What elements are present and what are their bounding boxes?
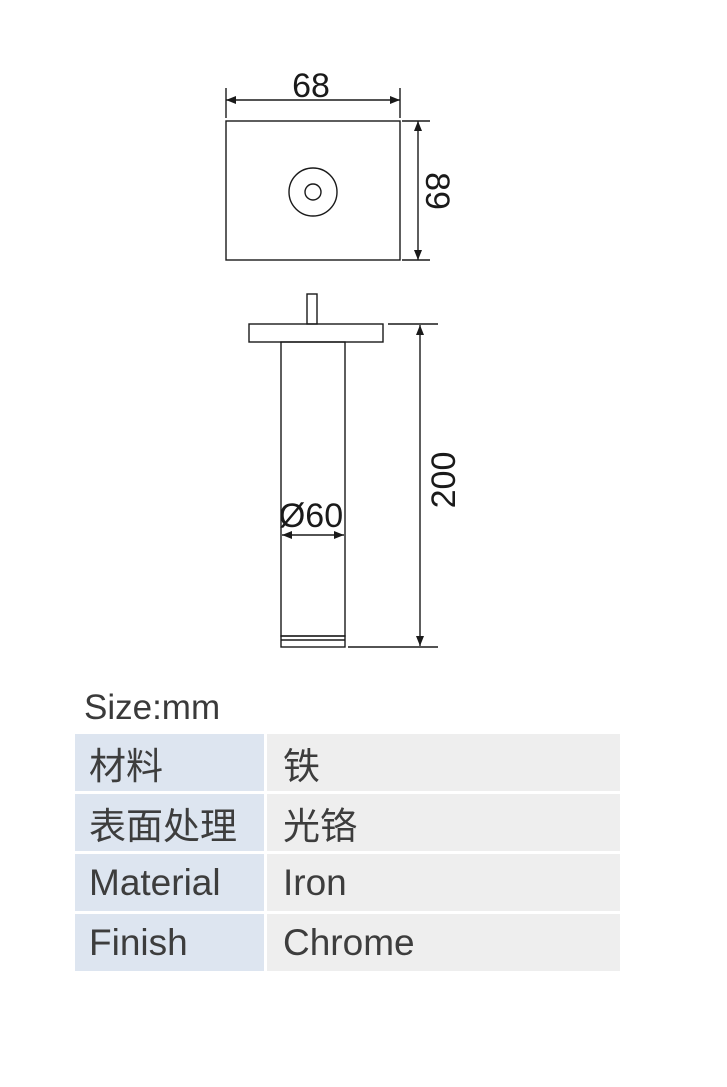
spec-label: 材料 [75, 734, 267, 794]
top-view [225, 88, 430, 261]
spec-label: 表面处理 [75, 792, 267, 854]
top-plate [248, 323, 384, 343]
mounting-hole-outer [288, 167, 338, 217]
spec-value: 光铬 [265, 792, 620, 854]
technical-drawing: 68 89 200 Ø60 [225, 67, 463, 648]
leg-body [280, 341, 346, 637]
mounting-screw [306, 293, 318, 325]
spec-table: 材料 铁 表面处理 光铬 Material Iron Finish Chrome [75, 734, 620, 974]
spec-row-material-en: Material Iron [75, 852, 620, 914]
size-unit-label: Size:mm [84, 688, 221, 727]
leg-foot [280, 635, 346, 648]
spec-row-finish-en: Finish Chrome [75, 912, 620, 974]
spec-row-material-cn: 材料 铁 [75, 734, 620, 794]
top-width-label: 68 [292, 67, 330, 105]
top-height-label: 89 [418, 172, 456, 210]
spec-value: Chrome [265, 912, 620, 974]
mounting-plate-outline [225, 120, 401, 261]
side-height-label: 200 [425, 452, 463, 509]
mounting-hole-inner [304, 183, 322, 201]
diameter-label: Ø60 [279, 497, 343, 535]
spec-value: Iron [265, 852, 620, 914]
spec-value: 铁 [265, 734, 620, 794]
spec-row-finish-cn: 表面处理 光铬 [75, 792, 620, 854]
side-view [248, 293, 438, 648]
spec-label: Finish [75, 912, 267, 974]
spec-label: Material [75, 852, 267, 914]
